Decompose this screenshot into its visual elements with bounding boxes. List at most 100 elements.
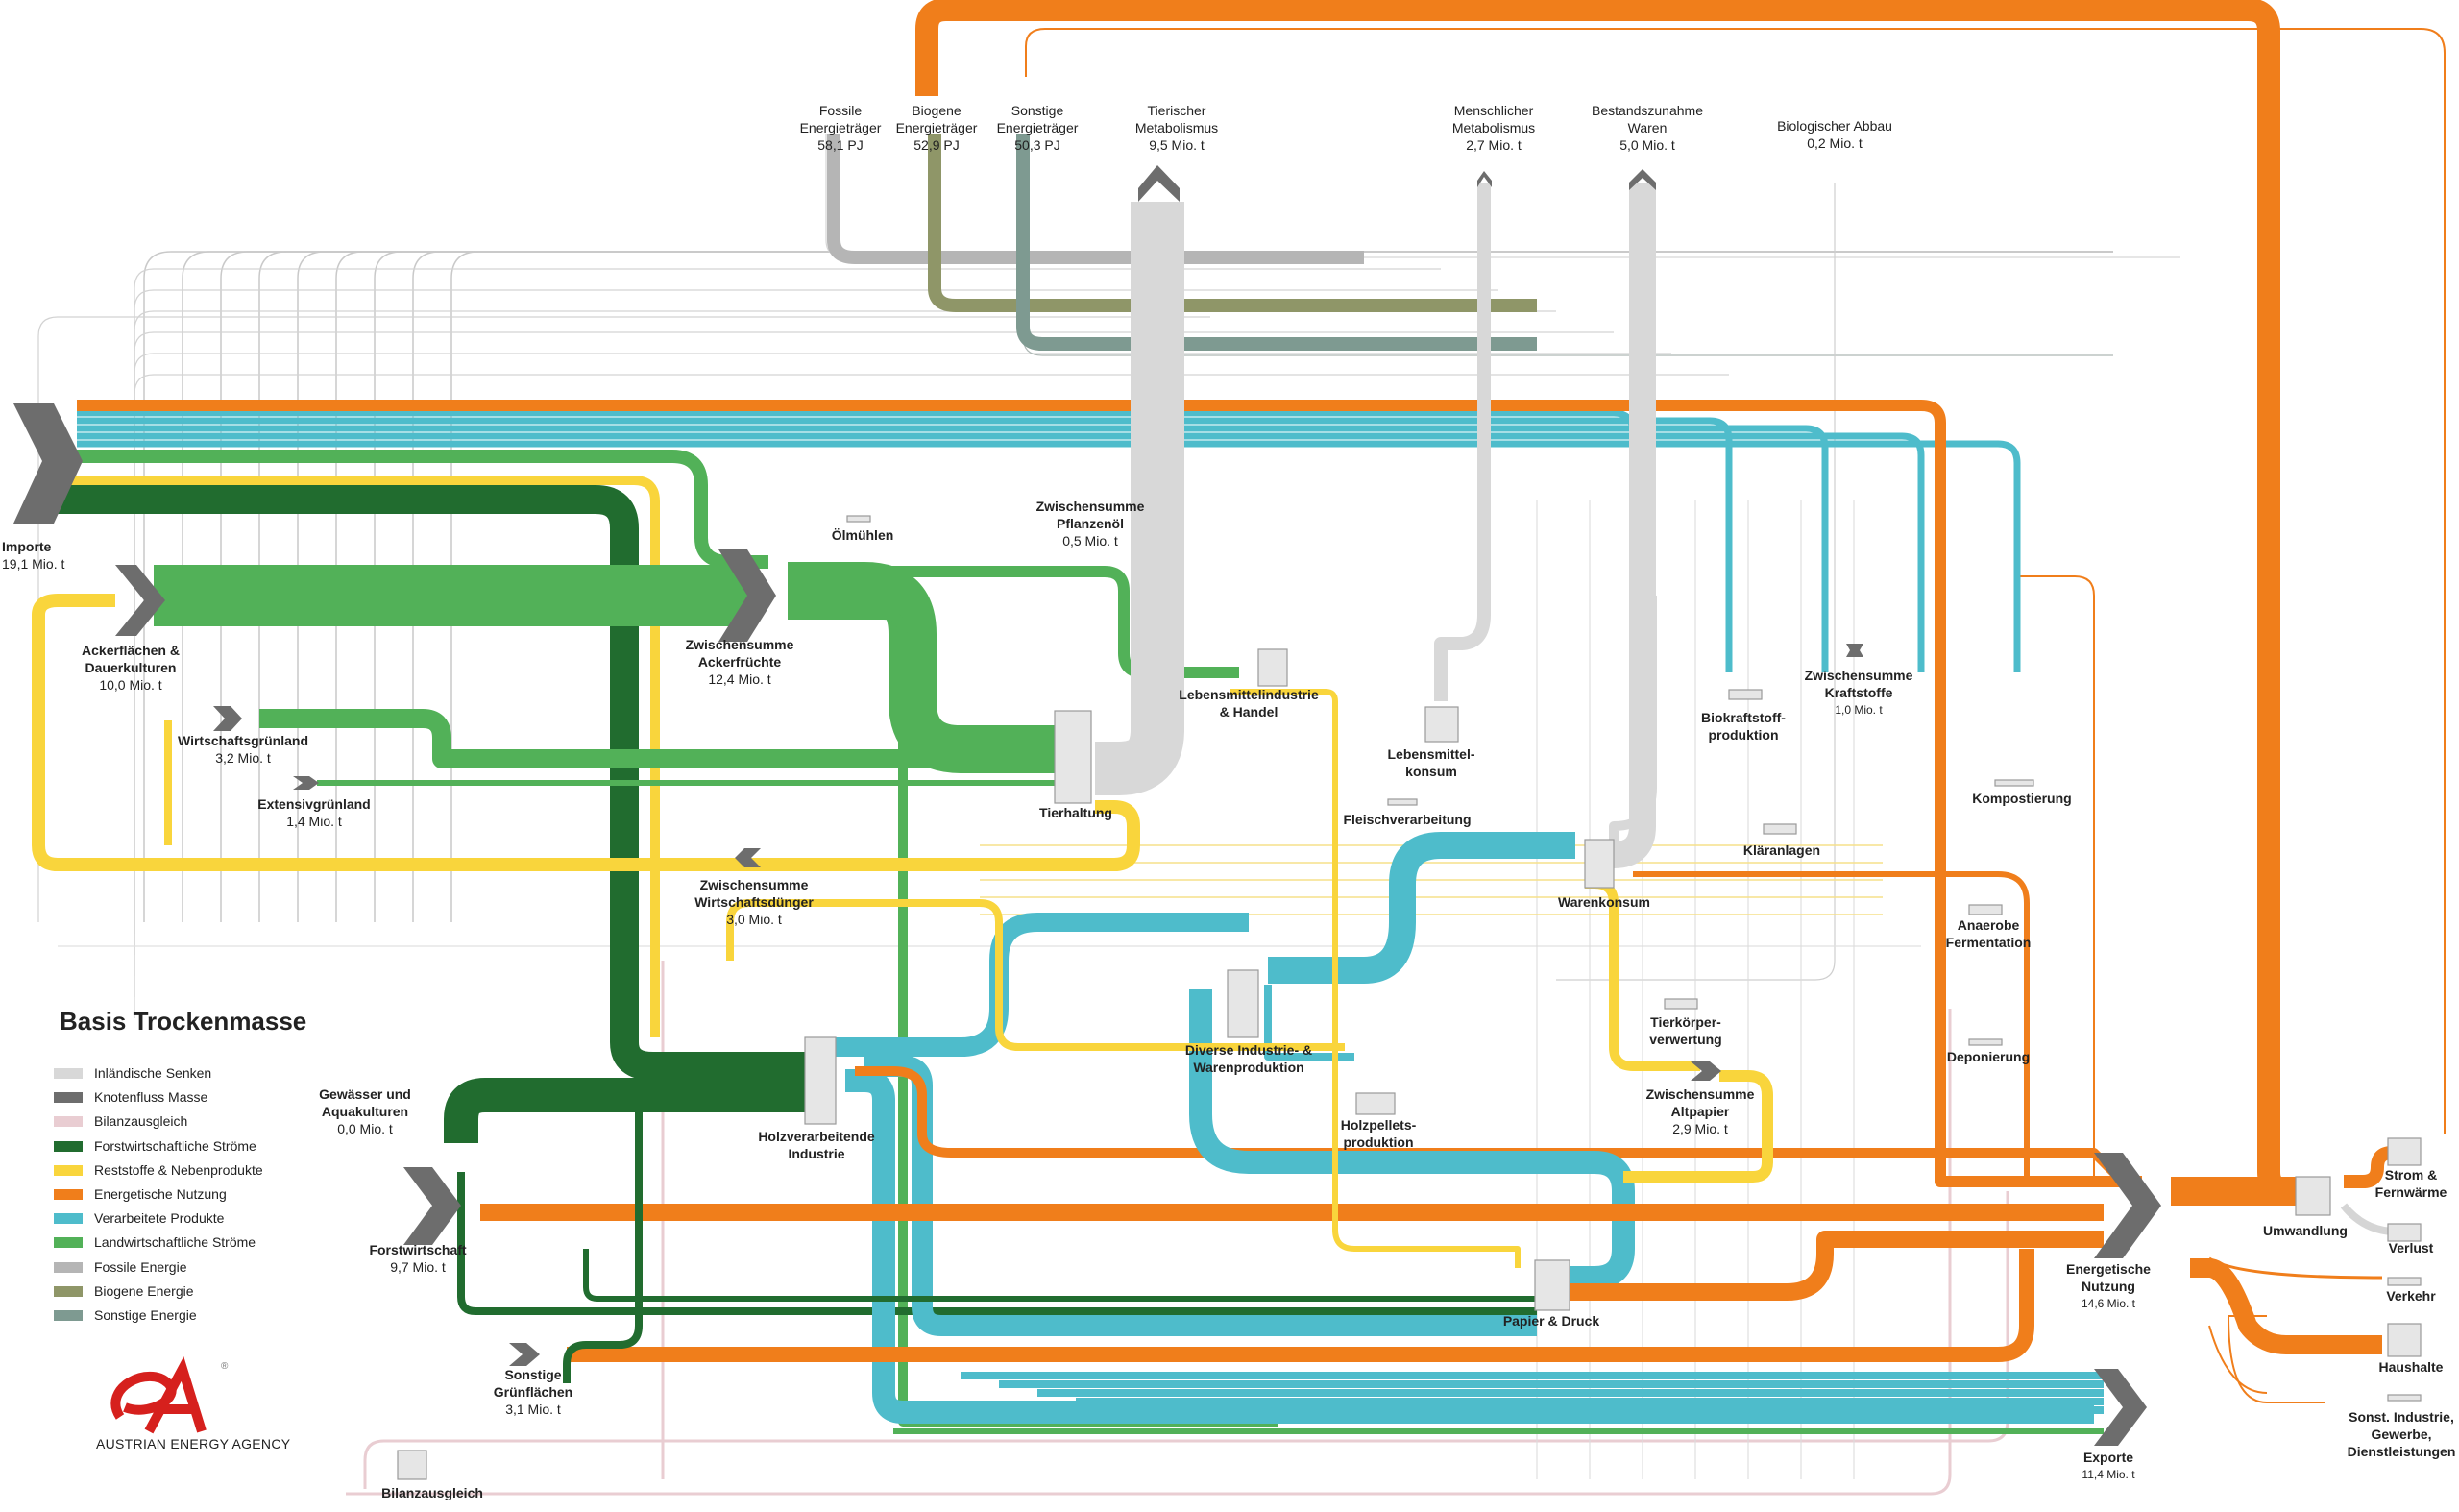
logo-text: AUSTRIAN ENERGY AGENCY: [96, 1436, 291, 1451]
legend-label: Biogene Energie: [94, 1282, 194, 1299]
sonst-industrie-label: Sonst. Industrie, Gewerbe, Dienstleistun…: [2347, 1409, 2456, 1459]
legend-item: Bilanzausgleich: [54, 1112, 187, 1130]
minor-flow-line: [134, 310, 1556, 955]
legend-swatch: [54, 1140, 83, 1152]
importe-landwirtschaft-flow: [58, 450, 768, 569]
tierkoerperverwertung-label: Tierkörper- verwertung: [1649, 1014, 1722, 1047]
sonstige-energie-flow: [1016, 134, 1537, 351]
altpapier-arrow: [1691, 1061, 1721, 1081]
wirtschaftsduenger-arrow: [735, 848, 761, 867]
minor-energy-line: [2208, 1325, 2268, 1394]
lebensmittelkonsum-node: [1424, 706, 1459, 743]
minor-energy-line: [2017, 575, 2095, 1182]
minor-flow-line: [335, 251, 2113, 922]
legend-swatch: [54, 1116, 83, 1128]
minor-flow-line: [1556, 183, 1836, 981]
umwandlung-label: Umwandlung: [2263, 1223, 2348, 1238]
forst-papier-thin-flow: [583, 1249, 1537, 1302]
minor-flow-line: [134, 374, 1729, 1018]
bilanz-line: [363, 1191, 2009, 1489]
fleischverarbeitung-node: [1387, 798, 1418, 806]
biokraftstoffproduktion-label: Biokraftstoff- produktion: [1701, 710, 1786, 743]
inland-sink-flow: [1609, 596, 1657, 845]
energie-verkehr-flow: [2208, 1256, 2383, 1280]
legend-swatch: [54, 1261, 83, 1273]
tierischer-metabolismus-arrow: [1138, 165, 1180, 202]
haushalte-label: Haushalte: [2378, 1359, 2444, 1375]
importe-produkte-flow: [77, 425, 1829, 672]
klaeranlagen-label: Kläranlagen: [1742, 842, 1821, 858]
lebensmittel-reststoffe-flow: [1230, 689, 1521, 1268]
minor-flow-line: [143, 251, 2113, 922]
minor-flow-line: [134, 289, 1498, 934]
energetische-nutzung-arrow: [2094, 1153, 2161, 1258]
legend-item: Inländische Senken: [54, 1064, 211, 1082]
node-shapes: [13, 165, 2422, 1480]
legend-swatch: [54, 1092, 83, 1104]
wirtschaftsgruenland-arrow: [213, 706, 242, 731]
legend-item: Fossile Energie: [54, 1258, 187, 1276]
holz-diverse-flow: [826, 913, 1249, 1057]
minor-flow-line: [182, 251, 2113, 922]
haushalte-node: [2387, 1323, 2422, 1357]
legend-label: Verarbeitete Produkte: [94, 1210, 225, 1227]
minor-flow-line: [220, 251, 2113, 922]
tierischer-metabolismus-label: Tierischer Metabolismus 9,5 Mio. t: [1134, 103, 1219, 153]
legend-label: Sonstige Energie: [94, 1307, 197, 1323]
legend-item: Knotenfluss Masse: [54, 1088, 208, 1106]
warenkonsum-node: [1584, 839, 1615, 889]
verkehr-label: Verkehr: [2386, 1288, 2436, 1304]
major-flow-bands: [32, 0, 2393, 1434]
legend-label: Forstwirtschaftliche Ströme: [94, 1137, 256, 1154]
minor-flow-line: [134, 353, 1671, 997]
tierkoerper-node: [1664, 998, 1698, 1010]
legend-item: Forstwirtschaftliche Ströme: [54, 1137, 256, 1155]
importe-energie-flow: [77, 400, 2142, 1187]
umwandlung-verlust-flow: [2340, 1203, 2393, 1235]
energie-haushalte-flow: [2190, 1258, 2382, 1354]
menschlicher-metabolismus-flow: [1434, 183, 1491, 701]
strom-fernwaerme-label: Strom & Fernwärme: [2374, 1167, 2447, 1200]
legend-swatch: [54, 1213, 83, 1225]
austrian-energy-agency-logo: ®: [110, 1356, 229, 1434]
legend-label: Knotenfluss Masse: [94, 1089, 208, 1106]
forst-papier-flow: [457, 1172, 1537, 1315]
legend-swatch: [54, 1285, 83, 1297]
legend-item: Sonstige Energie: [54, 1306, 197, 1324]
bestandszunahme-arrow: [1629, 169, 1656, 190]
umwandlung-strom-flow: [2344, 1146, 2393, 1188]
legend-item: Landwirtschaftliche Ströme: [54, 1233, 256, 1251]
ackerfruechte-export-flow: [788, 610, 1278, 1427]
kraftstoffe-arrow: [1846, 644, 1863, 657]
bilanzausgleich-node: [397, 1450, 427, 1480]
importe-produkte-flow: [77, 440, 2021, 672]
holzpelletsproduktion-label: Holzpellets- produktion: [1340, 1117, 1417, 1150]
verlust-label: Verlust: [2388, 1240, 2434, 1256]
zwischensumme-ackerfruechte-arrow: [718, 549, 776, 642]
altpapier-papier-flow: [1623, 1070, 1773, 1183]
oelmuehlen-node: [846, 515, 871, 523]
verkehr-node: [2387, 1277, 2422, 1286]
extensivgruenland-arrow: [293, 776, 319, 790]
diverse-pellets-flow: [1264, 985, 1354, 1061]
papier-druck-node: [1534, 1259, 1570, 1311]
menschlicher-metabolismus-label: Menschlicher Metabolismus 2,7 Mio. t: [1451, 103, 1536, 153]
biokraftstoff-node: [1728, 689, 1763, 700]
holz-energie-flow: [855, 1066, 2127, 1185]
umwandlung-node: [2295, 1176, 2331, 1216]
minor-flow-line: [1022, 134, 2113, 356]
verlust-node: [2387, 1223, 2422, 1242]
bilanzausgleich-label: Bilanzausgleich: [381, 1485, 483, 1500]
warenkonsum-energie-flow: [1633, 871, 2030, 1182]
legend-swatch: [54, 1310, 83, 1321]
